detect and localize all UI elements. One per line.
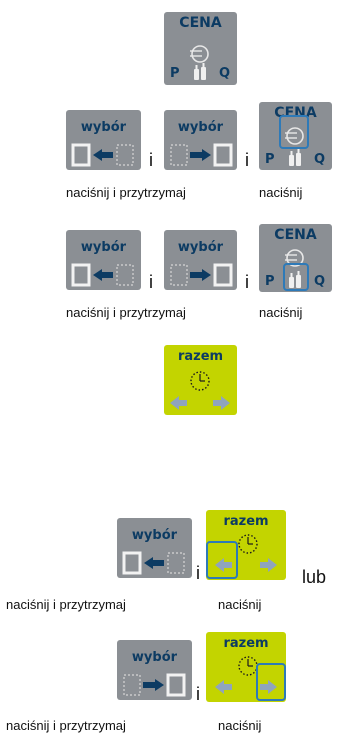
cena-key[interactable]: CENA P Q bbox=[259, 224, 332, 292]
razem-key-label: razem bbox=[223, 514, 269, 529]
wybor-key-label: wybór bbox=[177, 240, 224, 255]
arrow-right-icon bbox=[213, 396, 230, 410]
cena-q-label: Q bbox=[313, 274, 325, 289]
wybor-key-label: wybór bbox=[131, 650, 178, 665]
caption-press: naciśnij bbox=[218, 718, 262, 733]
connector-i: i bbox=[149, 272, 153, 292]
caption-press: naciśnij bbox=[259, 305, 303, 320]
caption-press-and-hold: naciśnij i przytrzymaj bbox=[66, 305, 186, 320]
bottles-icon bbox=[289, 271, 301, 288]
wybor-right-key[interactable]: wybór bbox=[164, 230, 237, 290]
select-right-icon bbox=[170, 143, 233, 167]
cena-key[interactable]: CENA P Q bbox=[164, 12, 237, 85]
select-left-icon bbox=[122, 551, 185, 575]
connector-i: i bbox=[245, 150, 249, 170]
euro-icon bbox=[190, 45, 209, 63]
connector-i: i bbox=[149, 150, 153, 170]
cena-key-label: CENA bbox=[274, 227, 317, 243]
caption-press-and-hold: naciśnij i przytrzymaj bbox=[66, 185, 186, 200]
caption-press-and-hold: naciśnij i przytrzymaj bbox=[6, 597, 126, 612]
clock-icon bbox=[190, 371, 210, 391]
euro-icon bbox=[285, 127, 304, 145]
euro-icon bbox=[285, 249, 304, 267]
wybor-right-key[interactable]: wybór bbox=[164, 110, 237, 170]
wybor-key-label: wybór bbox=[177, 120, 224, 135]
cena-q-label: Q bbox=[313, 152, 325, 167]
clock-icon bbox=[238, 534, 258, 554]
wybor-key-label: wybór bbox=[131, 528, 178, 543]
wybor-left-key[interactable]: wybór bbox=[117, 518, 192, 578]
razem-key-label: razem bbox=[177, 349, 224, 364]
razem-key[interactable]: razem bbox=[206, 510, 286, 580]
arrow-right-icon bbox=[260, 680, 277, 694]
cena-key[interactable]: CENA P Q bbox=[259, 102, 332, 170]
wybor-key-label: wybór bbox=[80, 120, 127, 135]
caption-press-and-hold: naciśnij i przytrzymaj bbox=[6, 718, 126, 733]
euro-highlight bbox=[279, 115, 309, 149]
select-right-icon bbox=[123, 673, 186, 697]
left-arrow-highlight bbox=[206, 541, 238, 579]
arrow-left-icon bbox=[215, 558, 232, 572]
cena-key-label: CENA bbox=[179, 15, 222, 31]
cena-p-label: P bbox=[170, 66, 180, 81]
wybor-left-key[interactable]: wybór bbox=[66, 110, 141, 170]
bottles-highlight bbox=[283, 263, 309, 291]
razem-key-label: razem bbox=[223, 636, 269, 651]
caption-press: naciśnij bbox=[218, 597, 262, 612]
connector-i: i bbox=[196, 563, 200, 583]
razem-key[interactable]: razem bbox=[164, 345, 237, 415]
right-arrow-highlight bbox=[256, 663, 286, 701]
wybor-right-key[interactable]: wybór bbox=[117, 640, 192, 700]
arrow-left-icon bbox=[170, 396, 187, 410]
caption-press: naciśnij bbox=[259, 185, 303, 200]
wybor-key-label: wybór bbox=[80, 240, 127, 255]
select-left-icon bbox=[71, 143, 134, 167]
or-label: lub bbox=[302, 567, 327, 587]
arrow-right-icon bbox=[260, 558, 277, 572]
select-left-icon bbox=[71, 263, 134, 287]
select-right-icon bbox=[170, 263, 233, 287]
connector-i: i bbox=[245, 272, 249, 292]
bottles-icon bbox=[194, 63, 206, 80]
bottles-icon bbox=[289, 149, 301, 166]
razem-key[interactable]: razem bbox=[206, 632, 286, 702]
wybor-left-key[interactable]: wybór bbox=[66, 230, 141, 290]
cena-p-label: P bbox=[265, 274, 275, 289]
arrow-left-icon bbox=[215, 680, 232, 694]
cena-q-label: Q bbox=[218, 66, 230, 81]
connector-i: i bbox=[196, 684, 200, 704]
cena-p-label: P bbox=[265, 152, 275, 167]
